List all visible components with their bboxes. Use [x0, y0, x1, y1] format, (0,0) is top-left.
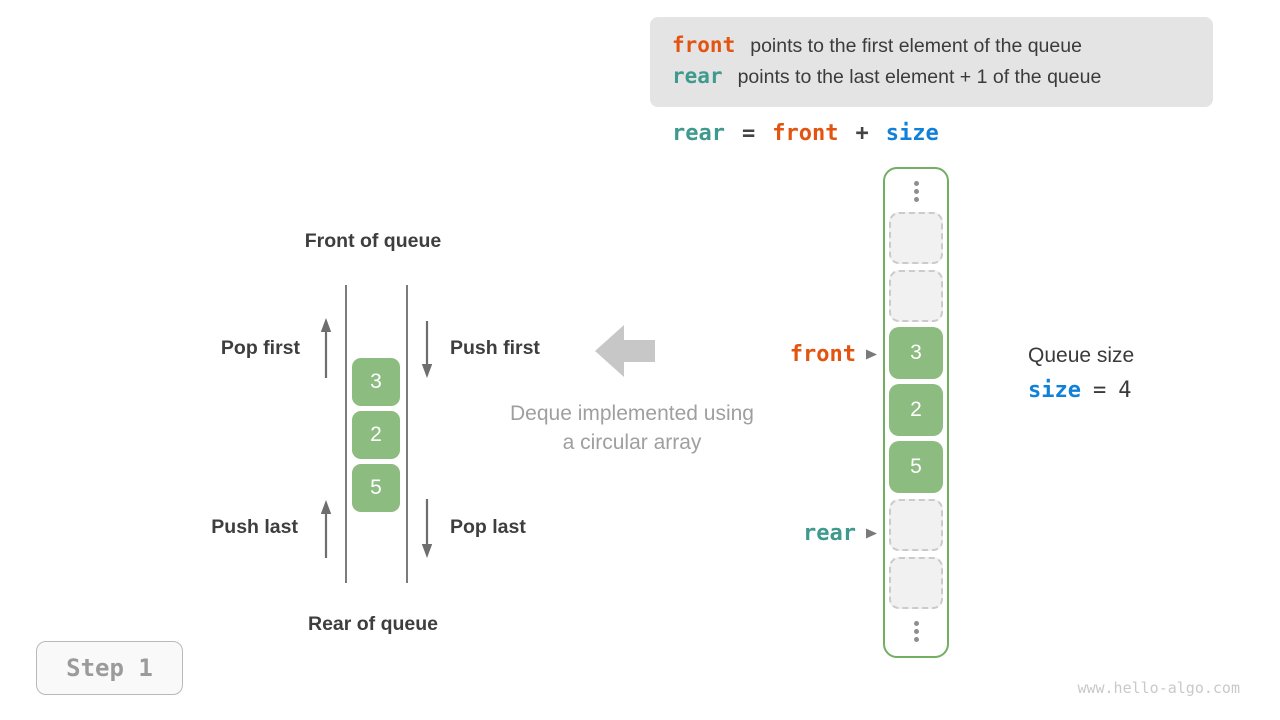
pop-last-arrow-icon	[421, 499, 433, 558]
array-cell-empty	[889, 557, 943, 609]
push-first-label: Push first	[450, 337, 540, 359]
rear-pointer: rear	[718, 520, 878, 546]
channel-left-line	[345, 285, 347, 583]
circular-array-column: 3 2 5	[883, 167, 949, 658]
deque-stack: 3 2 5	[352, 358, 400, 512]
channel-right-line	[406, 285, 408, 583]
queue-size-value-line: size = 4	[1028, 378, 1131, 403]
array-cell: 5	[889, 441, 943, 493]
step-badge: Step 1	[36, 641, 183, 695]
queue-size-title: Queue size	[1028, 344, 1135, 367]
front-pointer: front	[718, 341, 878, 367]
push-last-label: Push last	[211, 516, 298, 538]
formula-plus: +	[855, 121, 869, 146]
legend-box: front points to the first element of the …	[650, 17, 1213, 107]
caption-line-2: a circular array	[562, 431, 702, 454]
rear-pointer-arrow-icon	[866, 528, 877, 538]
push-last-arrow-icon	[320, 500, 332, 558]
push-first-arrow-icon	[421, 321, 433, 378]
legend-line-front: front points to the first element of the …	[672, 30, 1213, 61]
pop-first-arrow-icon	[320, 318, 332, 378]
block-arrow-left-icon	[595, 325, 655, 377]
deque-cell: 5	[352, 464, 400, 512]
watermark: www.hello-algo.com	[1077, 679, 1240, 697]
ellipsis-bottom-icon	[885, 621, 947, 642]
size-value: 4	[1118, 378, 1132, 403]
formula: rear = front + size	[672, 121, 939, 146]
deque-cell: 3	[352, 358, 400, 406]
array-cell-rear	[889, 499, 943, 551]
pop-first-label: Pop first	[220, 337, 300, 359]
rear-code-label: rear	[672, 64, 723, 88]
size-var-label: size	[1028, 378, 1081, 403]
pop-last-label: Pop last	[450, 516, 526, 538]
array-cell-front: 3	[889, 327, 943, 379]
formula-equals: =	[741, 121, 756, 146]
rear-of-queue-label: Rear of queue	[307, 613, 439, 635]
front-of-queue-label: Front of queue	[304, 230, 442, 252]
formula-rear: rear	[672, 121, 725, 146]
front-code-label: front	[672, 33, 736, 57]
size-equals: =	[1092, 378, 1107, 403]
front-pointer-arrow-icon	[866, 349, 877, 359]
legend-front-text: points to the first element of the queue	[750, 35, 1082, 57]
deque-cell: 2	[352, 411, 400, 459]
ellipsis-top-icon	[885, 181, 947, 202]
legend-line-rear: rear points to the last element + 1 of th…	[672, 61, 1213, 92]
legend-rear-text: points to the last element + 1 of the qu…	[737, 66, 1102, 88]
front-pointer-label: front	[789, 341, 856, 367]
diagram-caption: Deque implemented using a circular array	[462, 399, 802, 457]
caption-line-1: Deque implemented using	[510, 402, 754, 425]
rear-pointer-label: rear	[803, 520, 856, 546]
formula-front: front	[772, 121, 839, 146]
array-cell: 2	[889, 384, 943, 436]
array-cell-empty	[889, 212, 943, 264]
formula-size: size	[885, 121, 939, 146]
array-cell-empty	[889, 270, 943, 322]
